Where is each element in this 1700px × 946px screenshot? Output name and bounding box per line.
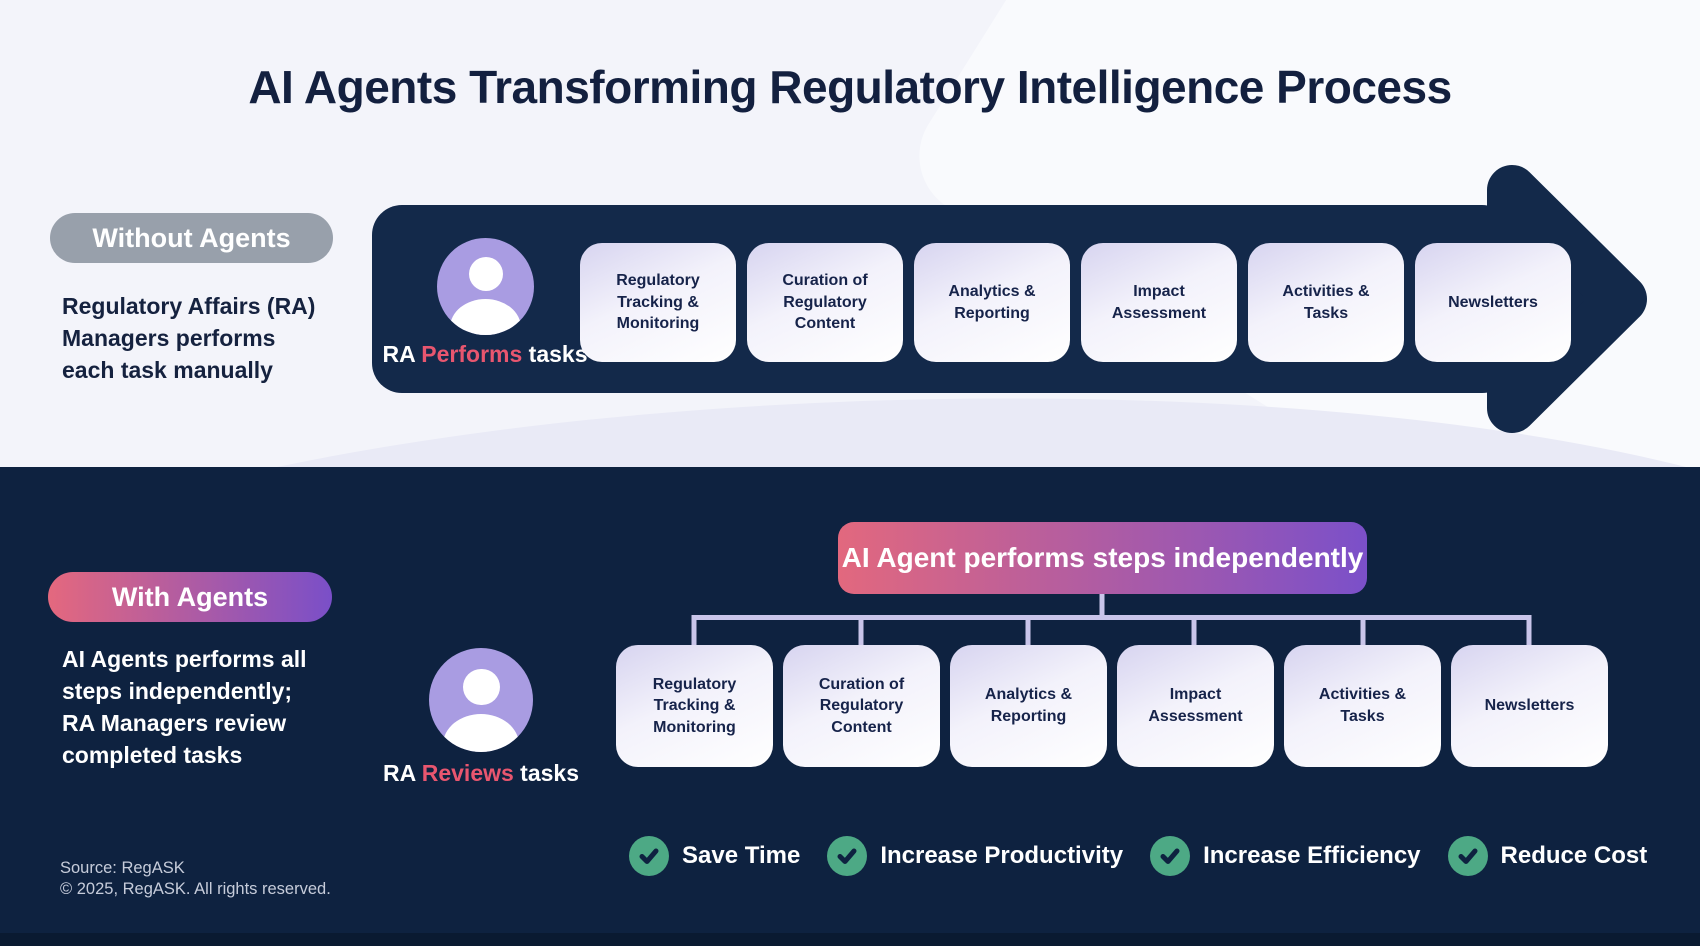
page-title: AI Agents Transforming Regulatory Intell…: [248, 61, 1452, 113]
task-box: Analytics & Reporting: [950, 645, 1107, 767]
task-box: Newsletters: [1451, 645, 1608, 767]
checkmark-icon: [1150, 836, 1191, 876]
ra-manager-avatar: [437, 238, 534, 335]
benefit-item: Reduce Cost: [1447, 836, 1648, 876]
actor-prefix: RA: [382, 760, 422, 786]
with-agents-section: With Agents AI Agents performs all steps…: [0, 467, 1700, 946]
task-box: Impact Assessment: [1081, 243, 1237, 362]
benefits-list: Save Time Increase Productivity: [629, 836, 1647, 876]
task-box: Regulatory Tracking & Monitoring: [616, 645, 773, 767]
actor-suffix: tasks: [522, 341, 588, 367]
benefit-item: Increase Productivity: [827, 836, 1123, 876]
ra-reviews-label: RA Reviews tasks: [336, 760, 626, 787]
with-agents-badge-label: With Agents: [111, 581, 269, 612]
task-box: Newsletters: [1415, 243, 1571, 362]
manual-task-list: Regulatory Tracking & Monitoring Curatio…: [580, 243, 1571, 362]
avatar-torso-shape: [449, 299, 522, 335]
checkmark-icon: [827, 836, 868, 876]
actor-prefix: RA: [382, 341, 422, 367]
task-box: Curation of Regulatory Content: [783, 645, 940, 767]
task-box: Activities & Tasks: [1284, 645, 1441, 767]
benefit-label: Reduce Cost: [1500, 842, 1648, 869]
task-box: Impact Assessment: [1117, 645, 1274, 767]
footer-strip: [0, 933, 1700, 946]
source-line: Source: RegASK: [60, 859, 185, 877]
checkmark-icon: [1447, 836, 1488, 876]
footer-credits: Source: RegASK © 2025, RegASK. All right…: [60, 858, 331, 900]
task-box: Regulatory Tracking & Monitoring: [580, 243, 736, 362]
avatar-head-shape: [463, 668, 500, 706]
agent-task-list: Regulatory Tracking & Monitoring Curatio…: [616, 645, 1608, 767]
actor-highlight: Reviews: [421, 760, 514, 786]
ai-agent-banner: AI Agent performs steps independently: [838, 522, 1367, 594]
task-box: Activities & Tasks: [1248, 243, 1404, 362]
without-agents-section: AI Agents Transforming Regulatory Intell…: [0, 0, 1700, 467]
ai-agent-banner-label: AI Agent performs steps independently: [841, 542, 1364, 573]
benefit-item: Increase Efficiency: [1150, 836, 1421, 876]
benefit-label: Save Time: [682, 842, 801, 869]
avatar-torso-shape: [442, 713, 520, 752]
benefit-label: Increase Productivity: [880, 842, 1124, 869]
benefit-label: Increase Efficiency: [1203, 842, 1421, 869]
ra-performs-label: RA Performs tasks: [340, 341, 630, 368]
with-agents-badge: With Agents: [48, 572, 332, 622]
copyright-line: © 2025, RegASK. All rights reserved.: [60, 880, 331, 898]
actor-highlight: Performs: [421, 341, 523, 367]
task-box: Analytics & Reporting: [914, 243, 1070, 362]
without-agents-badge: Without Agents: [50, 213, 333, 263]
task-box: Curation of Regulatory Content: [747, 243, 903, 362]
without-agents-description: Regulatory Affairs (RA) Managers perform…: [62, 293, 316, 383]
with-agents-description: AI Agents performs all steps independent…: [62, 646, 307, 768]
checkmark-icon: [629, 836, 669, 876]
avatar-head-shape: [469, 257, 503, 292]
actor-suffix: tasks: [513, 760, 580, 786]
ra-manager-avatar: [429, 648, 533, 752]
without-agents-badge-label: Without Agents: [92, 222, 291, 253]
benefit-item: Save Time: [629, 836, 800, 876]
